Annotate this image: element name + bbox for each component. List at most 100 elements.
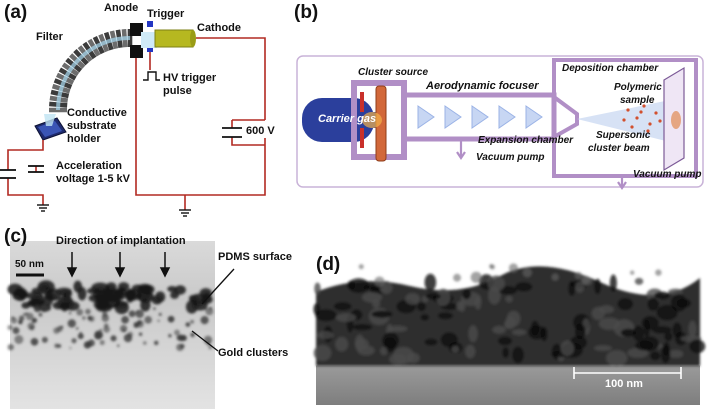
gold-cluster: [202, 305, 207, 311]
conductive-label-1: Conductive: [67, 107, 127, 119]
cluster-blob: [436, 288, 451, 306]
gold-cluster: [53, 327, 60, 334]
gold-cluster: [12, 327, 20, 335]
panel-d-label: (d): [316, 254, 341, 275]
gold-cluster: [85, 308, 91, 315]
plasma-glow: [141, 32, 157, 48]
gold-cluster: [23, 313, 26, 316]
cluster-blob: [316, 331, 334, 339]
gold-cluster: [73, 280, 83, 293]
cluster-source-label: Cluster source: [358, 67, 429, 78]
cluster-blob: [574, 323, 586, 340]
cluster-blob: [654, 291, 670, 300]
cluster-blob: [487, 275, 505, 292]
gold-cluster: [76, 308, 84, 316]
vacuum-pump-label-2: Vacuum pump: [633, 169, 702, 180]
gold-cluster: [153, 340, 159, 346]
gold-cluster: [110, 335, 117, 342]
gold-cluster: [152, 307, 156, 311]
gold-cluster: [200, 316, 209, 325]
gold-cluster: [95, 294, 113, 302]
cluster-blob: [389, 353, 407, 365]
gold-cluster: [177, 334, 185, 342]
vacuum-pump-label-1: Vacuum pump: [476, 152, 545, 163]
gold-cluster: [116, 344, 120, 348]
gold-cluster: [26, 312, 34, 321]
surface-cluster: [508, 263, 519, 273]
cluster-blob: [511, 329, 527, 336]
cluster-blob: [594, 345, 612, 352]
circuit-wires: [7, 37, 266, 210]
cluster-particle: [622, 118, 626, 122]
cluster-blob: [502, 347, 509, 359]
gold-cluster: [103, 286, 116, 297]
cluster-particle: [635, 116, 639, 120]
accel-label-2: voltage 1-5 kV: [56, 173, 130, 185]
deposition-chamber-label: Deposition chamber: [562, 63, 659, 74]
cluster-blob: [594, 278, 601, 295]
focuser-cone: [498, 105, 516, 129]
cluster-blob: [575, 281, 585, 293]
cluster-particle: [626, 108, 630, 112]
gold-cluster: [185, 322, 191, 327]
deposit-spot: [671, 111, 681, 129]
gold-cluster: [135, 309, 144, 319]
surface-cluster: [630, 270, 635, 275]
cluster-blob: [352, 324, 373, 331]
gold-cluster: [94, 332, 102, 340]
gold-cluster: [167, 286, 177, 293]
gold-cluster: [59, 326, 63, 329]
source-plate-bottom: [360, 128, 364, 148]
cluster-blob: [335, 336, 349, 352]
tem-image-d: [313, 261, 706, 405]
gold-cluster: [121, 315, 129, 324]
gold-cluster: [145, 306, 149, 310]
vacuum-duct-1: [456, 139, 466, 160]
gold-cluster: [75, 327, 79, 330]
gold-cluster: [68, 311, 72, 315]
gold-cluster: [174, 329, 180, 336]
cluster-blob: [382, 332, 400, 349]
scale-bar-d-label: 100 nm: [605, 378, 643, 390]
cluster-particle: [639, 110, 643, 114]
cluster-blob: [647, 297, 659, 311]
micrograph-background: [10, 241, 215, 409]
gold-cluster: [158, 312, 162, 316]
panel-a-label: (a): [4, 2, 28, 23]
gold-cluster: [14, 287, 27, 302]
cluster-blob: [656, 304, 678, 321]
gold-cluster: [119, 324, 128, 333]
trigger-electrode: [147, 21, 153, 27]
substrate-holder: [34, 117, 67, 141]
gold-cluster: [61, 293, 72, 305]
surface-cluster: [453, 273, 461, 282]
cluster-blob: [688, 320, 697, 338]
gold-cluster: [103, 326, 111, 333]
cluster-blob: [333, 302, 352, 311]
pulse-label: pulse: [163, 85, 192, 97]
surface-cluster: [551, 273, 559, 281]
source-plate-top: [360, 92, 364, 112]
gold-cluster: [33, 304, 42, 313]
deposition-chamber: [552, 58, 698, 178]
gold-cluster: [71, 338, 77, 344]
cluster-blob: [372, 299, 381, 309]
cluster-blob: [314, 282, 321, 295]
carrier-gas-label: Carrier gas: [318, 113, 377, 125]
gold-cluster: [143, 307, 146, 310]
conductive-label-2: substrate: [67, 120, 117, 132]
gold-cluster: [137, 285, 153, 294]
cluster-blob: [641, 315, 659, 330]
surface-cluster: [470, 271, 482, 283]
cluster-blob: [425, 292, 441, 300]
scale-bar-c-label: 50 nm: [15, 259, 44, 270]
gold-cluster-band: [7, 280, 214, 352]
cluster-blob: [634, 277, 644, 285]
panel-a-schematic: [0, 21, 266, 217]
panel-b: (b): [292, 0, 709, 225]
cluster-blob: [424, 273, 437, 292]
gold-cluster: [14, 335, 24, 344]
gold-cluster: [88, 315, 95, 322]
cluster-particle: [646, 129, 650, 133]
gold-cluster: [123, 333, 133, 343]
